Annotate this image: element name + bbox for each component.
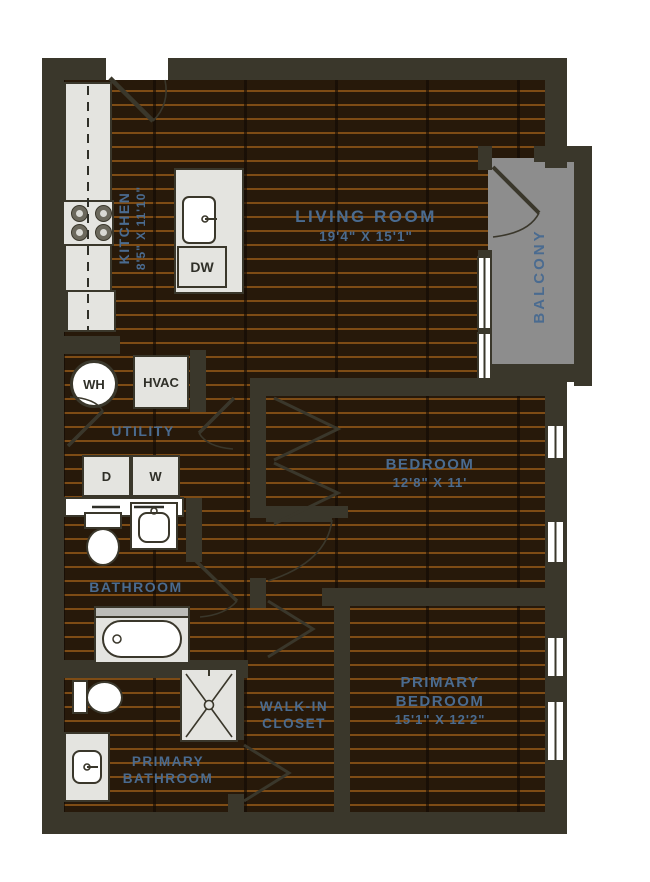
room-dims: 15'1" X 12'2" bbox=[394, 711, 486, 727]
wall-utility-right bbox=[190, 350, 206, 412]
dishwasher-box: DW bbox=[177, 246, 227, 288]
wall-bedroom-closet-bottom bbox=[250, 506, 348, 518]
washer-label: W bbox=[149, 468, 162, 484]
walkin-closet-label: WALK-IN CLOSET bbox=[242, 699, 346, 733]
wall-bedroom-primary bbox=[322, 588, 567, 606]
refrigerator-icon bbox=[66, 290, 116, 332]
room-name: WALK-IN CLOSET bbox=[259, 699, 329, 731]
wall-balcony-jamb bbox=[478, 146, 492, 170]
room-name: KITCHEN bbox=[116, 191, 132, 265]
burner-icon bbox=[95, 224, 112, 241]
wall-balcony-right bbox=[574, 146, 592, 386]
toilet-icon bbox=[86, 528, 120, 566]
living-room-label: LIVING ROOM 19'4" X 15'1" bbox=[276, 206, 456, 246]
burner-icon bbox=[95, 205, 112, 222]
wall-top-exterior bbox=[55, 58, 567, 80]
window bbox=[546, 636, 565, 678]
hvac-label: HVAC bbox=[143, 374, 179, 390]
window bbox=[546, 520, 565, 564]
bathroom-label: BATHROOM bbox=[76, 579, 196, 597]
wall-balcony-bottom bbox=[488, 364, 592, 382]
room-dims: 8'5" X 11'10" bbox=[133, 185, 148, 271]
kitchen-label: KITCHEN 8'5" X 11'10" bbox=[116, 148, 160, 308]
vanity-basin bbox=[72, 750, 102, 784]
dishwasher-label: DW bbox=[190, 259, 214, 275]
wall-hall-bedroom bbox=[250, 378, 266, 518]
entry-door-opening bbox=[106, 58, 168, 80]
kitchen-sink-icon bbox=[182, 196, 216, 244]
room-name: PRIMARY BEDROOM bbox=[395, 674, 485, 710]
wall-bottom-exterior bbox=[42, 812, 567, 834]
utility-label: UTILITY bbox=[83, 423, 203, 441]
burner-icon bbox=[71, 205, 88, 222]
primary-bedroom-label: PRIMARY BEDROOM 15'1" X 12'2" bbox=[362, 674, 518, 728]
room-dims: 12'8" X 11' bbox=[392, 474, 468, 490]
room-name: PRIMARY BATHROOM bbox=[122, 754, 214, 786]
dryer-box: D bbox=[82, 455, 131, 497]
dryer-label: D bbox=[101, 468, 112, 484]
hvac-unit: HVAC bbox=[133, 355, 189, 409]
bathtub-deck bbox=[94, 606, 190, 618]
wall-kitchen-utility bbox=[42, 336, 120, 354]
bathtub-basin bbox=[102, 620, 182, 658]
wall-right-upper bbox=[545, 58, 567, 168]
room-name: BATHROOM bbox=[89, 579, 183, 595]
water-heater-label: WH bbox=[83, 376, 105, 392]
window bbox=[477, 332, 492, 380]
room-name: BEDROOM bbox=[385, 456, 475, 473]
burner-icon bbox=[71, 224, 88, 241]
window bbox=[546, 424, 565, 460]
wall-balcony-top bbox=[534, 146, 592, 162]
vanity-icon bbox=[64, 732, 110, 802]
washer-box: W bbox=[131, 455, 180, 497]
balcony-label: BALCONY bbox=[531, 196, 555, 356]
toilet-tank-icon bbox=[84, 512, 122, 529]
room-name: UTILITY bbox=[111, 423, 175, 439]
primary-toilet-icon bbox=[86, 681, 123, 714]
room-name: LIVING ROOM bbox=[295, 207, 437, 226]
shower-icon bbox=[180, 668, 238, 742]
wall-bedroom-primary-stub bbox=[250, 588, 264, 606]
wall-closet-primary bbox=[334, 596, 350, 812]
window bbox=[477, 256, 492, 330]
wall-living-bedroom bbox=[250, 378, 567, 396]
bath-sink-basin bbox=[138, 512, 170, 543]
wall-left-exterior bbox=[42, 58, 64, 834]
room-name: BALCONY bbox=[531, 228, 548, 324]
window bbox=[546, 700, 565, 762]
wall-bathroom-right bbox=[186, 498, 202, 562]
water-heater: WH bbox=[70, 360, 118, 408]
bedroom-label: BEDROOM 12'8" X 11' bbox=[352, 456, 508, 491]
room-dims: 19'4" X 15'1" bbox=[319, 229, 413, 245]
primary-bathroom-label: PRIMARY BATHROOM bbox=[106, 754, 230, 788]
wall-closet-primarybath-stub bbox=[228, 794, 244, 812]
